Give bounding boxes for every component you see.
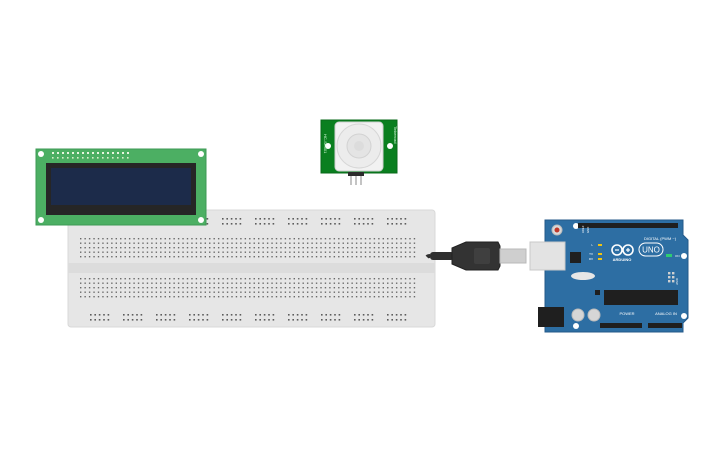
arduino-mount-hole <box>681 253 687 259</box>
arduino-tx-label: TX <box>589 252 593 256</box>
pir-dome <box>334 121 384 172</box>
arduino-mount-hole <box>573 323 579 329</box>
power-header[interactable] <box>600 323 642 328</box>
pir-pins <box>348 172 364 185</box>
pir-potentiometer-icon <box>387 143 393 149</box>
arduino-digital-label: DIGITAL (PWM ~) <box>644 236 677 241</box>
arduino-aref-label: AREF <box>581 225 585 233</box>
usb-cable-strain <box>430 252 454 260</box>
capacitor <box>571 308 585 322</box>
arduino-power-label: POWER <box>619 311 634 316</box>
breadboard-center-channel <box>68 263 435 273</box>
rx-led-icon <box>598 258 602 260</box>
arduino-analog-label: ANALOG IN <box>655 311 677 316</box>
icsp-header[interactable] <box>668 272 675 283</box>
pir-sensor[interactable]: HC-SR501 Tinkercad <box>320 119 398 185</box>
capacitor <box>587 308 601 322</box>
arduino-l-label: L <box>591 243 593 247</box>
lcd-header-pins <box>52 152 129 159</box>
l-led-icon <box>598 244 602 246</box>
lcd-display[interactable] <box>35 148 207 226</box>
arduino-mount-hole <box>681 313 687 319</box>
breadboard[interactable] <box>67 209 436 328</box>
arduino-uno[interactable]: UNO ARDUINO DIGITAL (PWM ~) POWER ANALOG… <box>529 219 689 333</box>
arduino-icsp-label: ICSP <box>675 278 679 285</box>
lcd-mount-hole <box>198 151 204 157</box>
reset-button-cap <box>554 227 560 233</box>
pir-potentiometer-icon <box>325 143 331 149</box>
lcd-mount-hole <box>38 151 44 157</box>
arduino-brand-label: ARDUINO <box>613 257 632 262</box>
lcd-screen <box>51 168 191 205</box>
digital-header[interactable] <box>578 223 678 228</box>
on-led-icon <box>666 254 672 257</box>
lcd-mount-hole <box>198 217 204 223</box>
pir-side-label-left: HC-SR501 <box>323 134 328 154</box>
arduino-gnd-label: GND <box>586 227 590 233</box>
analog-header[interactable] <box>648 323 682 328</box>
usb-b-port[interactable] <box>529 241 566 271</box>
usb-chip <box>570 252 581 263</box>
usb-logo-icon <box>474 248 490 264</box>
arduino-mount-hole <box>573 223 579 229</box>
usb-cable-end <box>425 254 431 259</box>
arduino-logo-icon <box>611 244 634 256</box>
small-chip <box>595 290 600 295</box>
arduino-model-label: UNO <box>642 246 660 255</box>
uno-badge <box>638 242 664 257</box>
usb-cable[interactable] <box>425 241 527 271</box>
usb-plug-metal <box>499 248 527 264</box>
pir-side-label-right: Tinkercad <box>393 126 398 143</box>
atmega-chip <box>604 290 678 305</box>
tx-led-icon <box>598 253 602 255</box>
power-jack[interactable] <box>538 307 564 327</box>
arduino-on-label: ON <box>675 254 680 258</box>
lcd-mount-hole <box>38 217 44 223</box>
crystal-oscillator <box>571 272 595 280</box>
arduino-rx-label: RX <box>589 257 593 261</box>
